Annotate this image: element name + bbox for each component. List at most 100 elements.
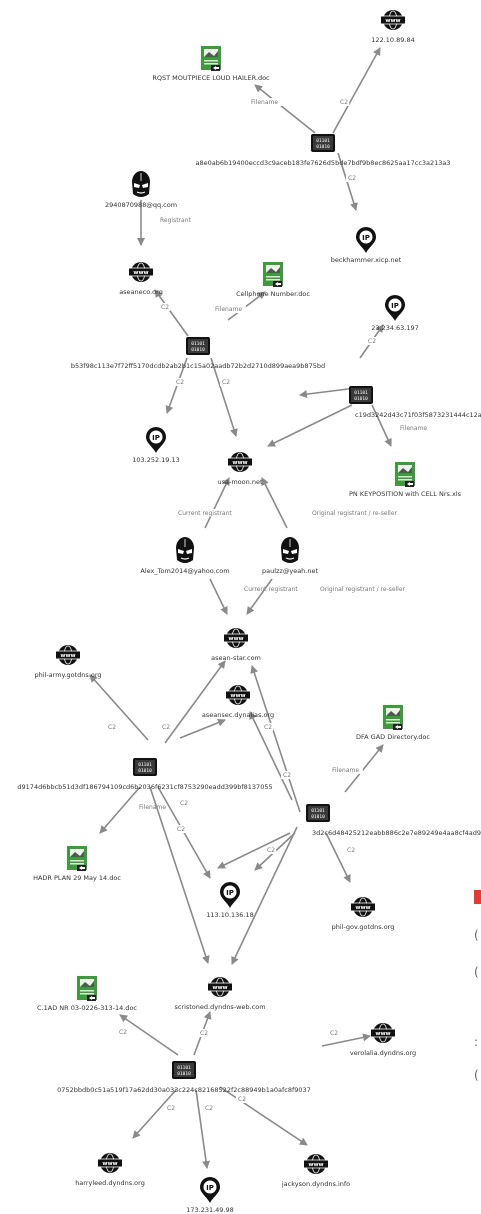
node-label: 0752bbdb0c51a519f17a62dd30a033c224c82168… xyxy=(57,1086,311,1094)
edge-label-bg xyxy=(330,766,363,774)
edge xyxy=(371,404,392,447)
edge-label: C2 xyxy=(238,1096,246,1103)
domain-icon: www xyxy=(304,1154,328,1174)
node-document[interactable]: C.1AD NR 03-0226-313-14.doc xyxy=(37,976,137,1012)
node-registrant[interactable]: 2940870988@qq.com xyxy=(105,171,177,209)
svg-text:IP: IP xyxy=(152,434,160,442)
svg-text:IP: IP xyxy=(362,234,370,242)
domain-icon: www xyxy=(98,1153,122,1173)
edge xyxy=(227,291,266,321)
node-document[interactable]: HADR PLAN 29 May 14.doc xyxy=(33,846,121,882)
svg-text:www: www xyxy=(212,985,227,991)
svg-text:01010: 01010 xyxy=(177,1071,191,1077)
document-icon xyxy=(201,46,221,71)
node-ip[interactable]: IP beckhammer.xicp.net xyxy=(331,227,402,264)
node-hash[interactable]: 0110101010c19d3242d43c71f03f5873231444c1… xyxy=(349,386,481,419)
node-label: phil-army.gotdns.org xyxy=(34,671,101,679)
edge xyxy=(246,578,273,615)
edge-label-bg xyxy=(398,424,431,432)
edge-label-bg xyxy=(165,1104,177,1112)
edge xyxy=(254,84,316,134)
svg-text:www: www xyxy=(355,905,370,911)
edge-label-bg xyxy=(338,98,350,106)
node-registrant[interactable]: paulzz@yeah.net xyxy=(262,537,318,575)
svg-text:01101: 01101 xyxy=(316,138,330,144)
svg-text:www: www xyxy=(385,18,400,24)
edge-label-bg xyxy=(178,799,190,807)
edge-label-bg xyxy=(236,1095,248,1103)
edge xyxy=(99,786,141,834)
domain-icon: www xyxy=(381,10,405,30)
svg-text:01010: 01010 xyxy=(354,396,368,402)
edge xyxy=(261,477,288,529)
node-label: asean-star.com xyxy=(211,654,261,662)
edge-label: C2 xyxy=(340,99,348,106)
edge xyxy=(210,357,238,437)
edge-label-bg xyxy=(213,305,246,313)
edge-label: Filename xyxy=(215,306,242,313)
node-label: a8e0ab6b19400eccd3c9aceb183fe7626d5bde7b… xyxy=(195,159,450,167)
svg-text:www: www xyxy=(102,1161,117,1167)
edge xyxy=(204,477,230,529)
node-label: beckhammer.xicp.net xyxy=(331,256,402,264)
node-hash[interactable]: 01101010103d2c6d48425212eabb886c2e7e8924… xyxy=(306,804,481,837)
node-label: paulzz@yeah.net xyxy=(262,567,318,575)
edge-label: C2 xyxy=(283,772,291,779)
edge xyxy=(179,718,226,739)
node-label: 2940870988@qq.com xyxy=(105,201,177,209)
node-document[interactable]: DFA GAD Directory.doc xyxy=(356,705,430,741)
ip-icon: IP xyxy=(200,1177,220,1203)
edge xyxy=(217,832,291,869)
node-label: jackyson.dyndns.info xyxy=(281,1180,350,1188)
edge xyxy=(164,660,226,744)
edge-label-bg xyxy=(159,303,171,311)
domain-icon: www xyxy=(224,628,248,648)
edge xyxy=(250,665,301,813)
node-label: 103.252.19.13 xyxy=(132,456,180,464)
node-hash[interactable]: 0110101010d9174d6bbcb51d3df186794109cd6b… xyxy=(17,758,273,791)
edge xyxy=(195,1089,210,1169)
edge-label: Current registrant xyxy=(244,586,298,593)
edge-label-bg xyxy=(160,723,172,731)
edge-label-bg xyxy=(242,585,311,593)
svg-text:www: www xyxy=(230,693,245,699)
edge-label-bg xyxy=(328,1029,340,1037)
edge xyxy=(89,674,149,741)
edge xyxy=(249,711,293,801)
edge-label: C2 xyxy=(222,379,230,386)
node-hash[interactable]: 0110101010b53f98c113e7f72ff5170dcdb2ab2b… xyxy=(71,337,325,370)
svg-text:www: www xyxy=(60,653,75,659)
node-hash[interactable]: 01101010100752bbdb0c51a519f17a62dd30a033… xyxy=(57,1061,311,1094)
node-label: Alex_Tom2014@yahoo.com xyxy=(140,567,229,575)
svg-text:01010: 01010 xyxy=(316,144,330,150)
edge-label-bg xyxy=(220,378,232,386)
node-registrant[interactable]: Alex_Tom2014@yahoo.com xyxy=(140,537,230,575)
node-document[interactable]: PN KEYPOSITION with CELL Nrs.xls xyxy=(349,462,462,498)
node-document[interactable]: RQST MOUTPIECE LOUD HAILER.doc xyxy=(152,46,270,82)
svg-text:www: www xyxy=(375,1031,390,1037)
node-ip[interactable]: IP 103.252.19.13 xyxy=(132,427,180,464)
domain-icon: www xyxy=(228,452,252,472)
node-document[interactable]: Cellphone Number.doc xyxy=(236,262,310,298)
domain-icon: www xyxy=(371,1023,395,1043)
node-domain[interactable]: www jackyson.dyndns.info xyxy=(281,1154,350,1188)
node-domain[interactable]: www phil-army.gotdns.org xyxy=(34,645,102,679)
side-glyph-2: ( xyxy=(474,965,479,979)
edge-label: C2 xyxy=(176,379,184,386)
node-domain[interactable]: www asean-star.com xyxy=(211,628,261,662)
edge xyxy=(154,289,189,337)
